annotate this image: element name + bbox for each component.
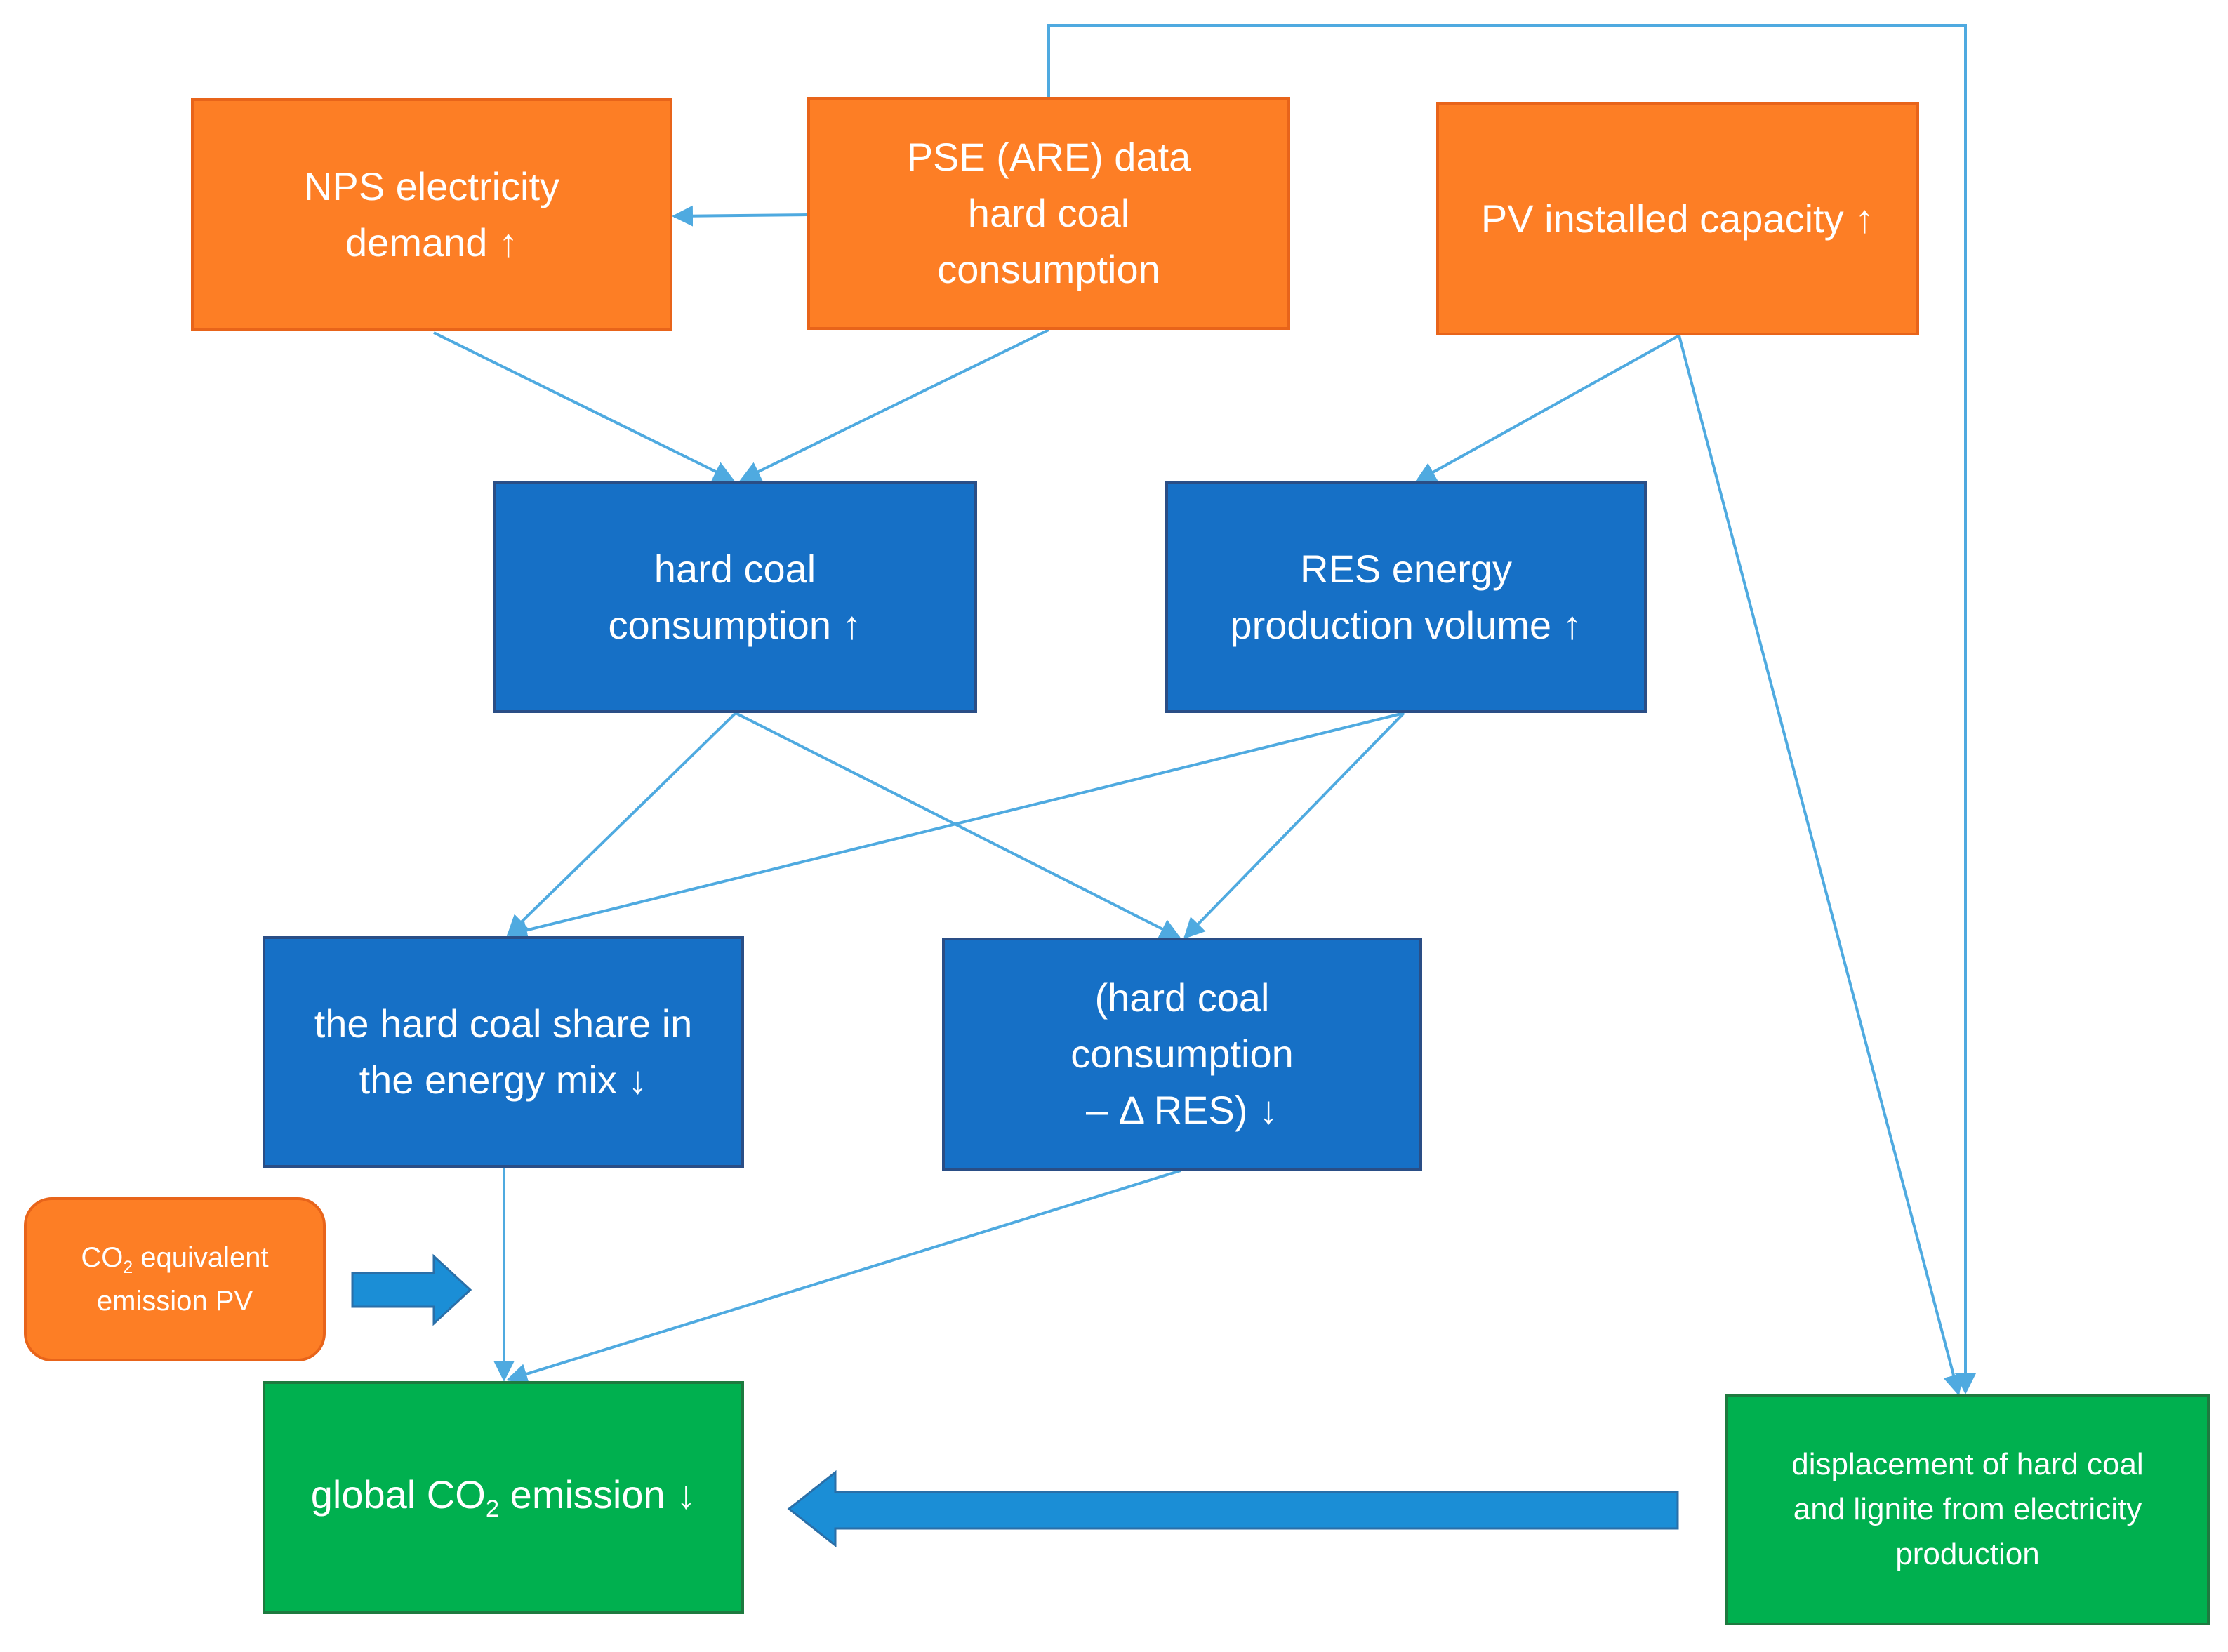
edge-res-to-minus: [1183, 712, 1405, 940]
node-pse-data-label: PSE (ARE) data hard coal consumption: [906, 135, 1191, 291]
edge-minus-to-global: [506, 1169, 1181, 1385]
node-nps-electricity-demand-label: NPS electricity demand ↑: [303, 164, 560, 265]
node-pv-installed-capacity-label: PV installed capacity ↑: [1480, 196, 1875, 241]
node-nps-electricity-demand: NPS electricity demand ↑: [191, 98, 672, 331]
edge-res-to-share: [506, 712, 1405, 941]
node-res-energy-production: RES energy production volume ↑: [1165, 481, 1647, 713]
node-global-co2-emission: global CO2 emission ↓: [263, 1381, 744, 1614]
node-res-energy-production-label: RES energy production volume ↑: [1230, 547, 1582, 647]
node-hard-coal-share-label: the hard coal share in the energy mix ↓: [314, 1001, 693, 1102]
edge-pse-to-demand: [672, 205, 808, 227]
node-hard-coal-share: the hard coal share in the energy mix ↓: [263, 936, 744, 1168]
node-displacement: displacement of hard coal and lignite fr…: [1725, 1394, 2210, 1625]
edge-demand-to-coal: [433, 331, 735, 481]
edge-pse-to-displacement: [1047, 24, 1976, 1394]
node-pv-installed-capacity: PV installed capacity ↑: [1436, 102, 1919, 335]
edge-pv-to-displacement: [1678, 335, 1964, 1396]
node-pse-data: PSE (ARE) data hard coal consumption: [807, 97, 1290, 330]
node-coal-minus-res: (hard coal consumption – Δ RES) ↓: [942, 938, 1422, 1171]
node-hard-coal-consumption-label: hard coal consumption ↑: [608, 547, 862, 647]
node-coal-minus-res-label: (hard coal consumption – Δ RES) ↓: [1070, 975, 1294, 1132]
node-co2-equivalent-emission-pv-label: CO2 equivalent emission PV: [81, 1242, 269, 1317]
block-arrow-displacement: [787, 1470, 1679, 1548]
node-global-co2-emission-label: global CO2 emission ↓: [310, 1472, 696, 1523]
edge-pv-to-res: [1414, 334, 1680, 483]
edge-coal-to-minus: [735, 712, 1181, 939]
node-displacement-label: displacement of hard coal and lignite fr…: [1791, 1447, 2144, 1571]
node-co2-equivalent-emission-pv: CO2 equivalent emission PV: [24, 1197, 326, 1361]
edge-coal-to-share: [506, 712, 737, 937]
edge-pse-to-coal: [739, 328, 1049, 481]
node-hard-coal-consumption: hard coal consumption ↑: [493, 481, 977, 713]
block-arrow-co2-pv: [351, 1253, 472, 1326]
